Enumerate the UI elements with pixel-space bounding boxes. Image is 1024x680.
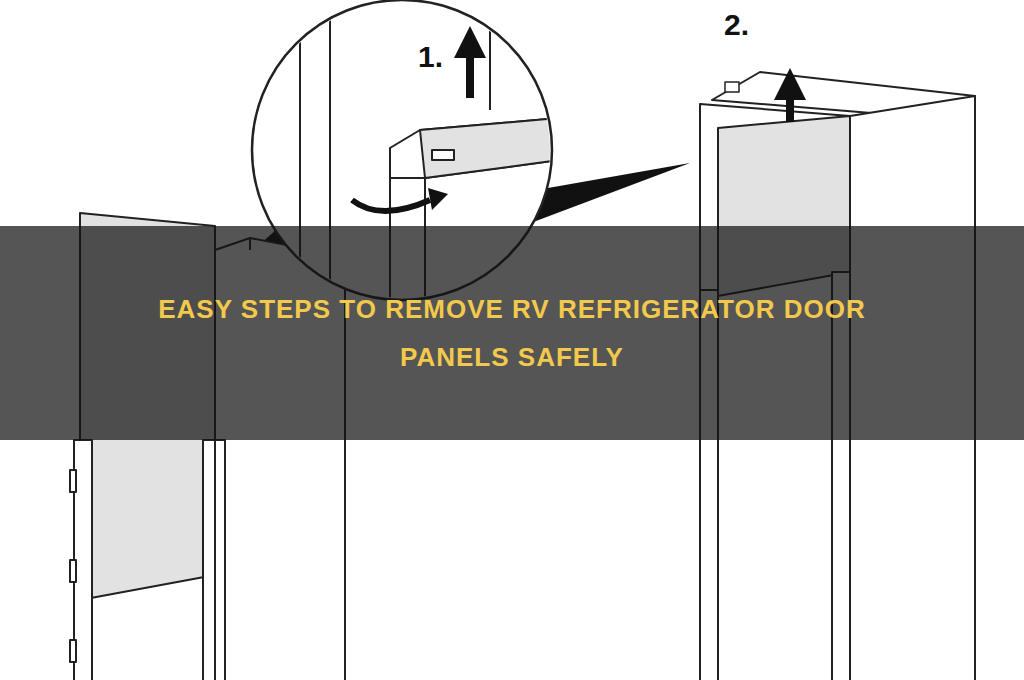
pointer-wedge (528, 163, 690, 224)
step-number: 1. (418, 42, 443, 72)
title-banner: EASY STEPS TO REMOVE RV REFRIGERATOR DOO… (0, 226, 1024, 440)
banner-title: EASY STEPS TO REMOVE RV REFRIGERATOR DOO… (152, 285, 872, 381)
step-number: 2. (724, 10, 749, 40)
